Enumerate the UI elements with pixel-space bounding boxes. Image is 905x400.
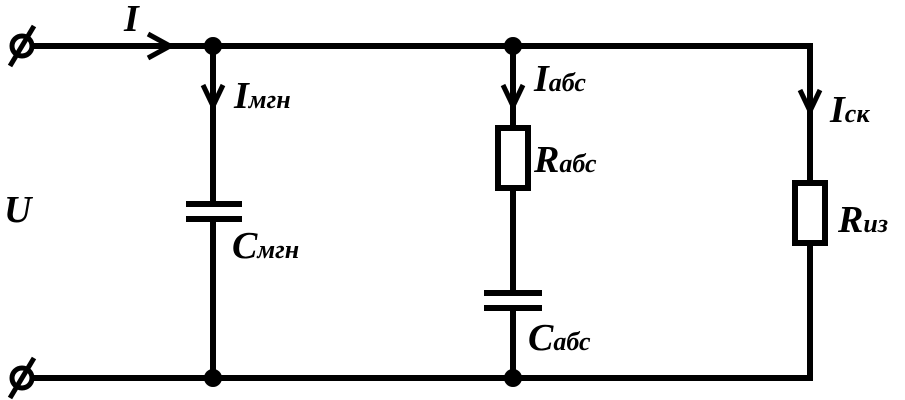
current-abs-label: Iабс [533,58,586,100]
res-iz-body [792,180,828,246]
current-mgn-arrow [200,83,226,112]
junction-top-abs [504,37,522,55]
source-current-label: I [123,0,140,40]
cap-mgn-label: Cмгн [232,225,299,267]
cap-abs-label: Cабс [528,317,591,359]
current-abs-arrow [500,83,526,112]
bottom-terminal [7,356,37,400]
current-mgn-label: Iмгн [233,75,291,117]
source-current-arrow [146,31,176,61]
voltage-label: U [4,189,34,231]
junction-bottom-mgn [204,369,222,387]
res-iz-label: Rиз [837,199,888,241]
current-sk-label: Iск [829,89,870,131]
top-terminal [7,24,37,68]
res-abs-body [495,125,531,191]
junction-bottom-abs [504,369,522,387]
junction-top-mgn [204,37,222,55]
current-sk-arrow [797,88,823,117]
res-abs-label: Rабс [533,139,597,181]
